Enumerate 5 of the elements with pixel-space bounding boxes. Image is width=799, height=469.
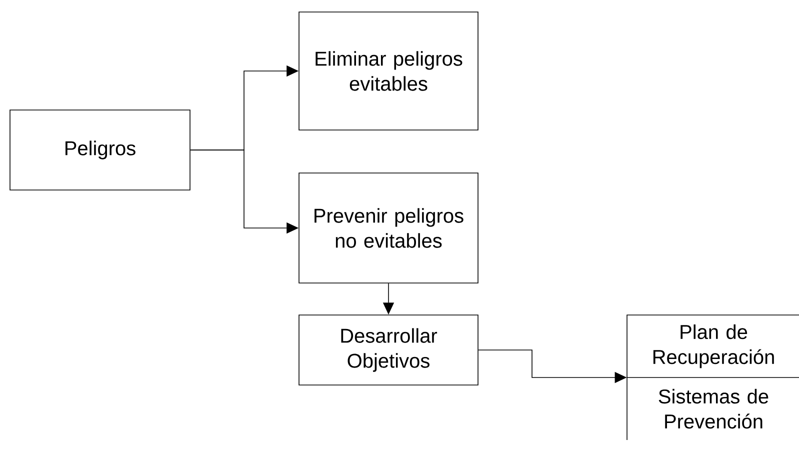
process-box: Desarrollar Objetivos	[298, 314, 478, 386]
process-box: Eliminar peligros evitables	[298, 12, 478, 130]
process-box: Prevenir peligros no evitables	[298, 172, 478, 284]
process-box: Peligros	[10, 110, 190, 190]
split-box: Plan de Recuperación Sistemas de Prevención	[626, 314, 799, 440]
